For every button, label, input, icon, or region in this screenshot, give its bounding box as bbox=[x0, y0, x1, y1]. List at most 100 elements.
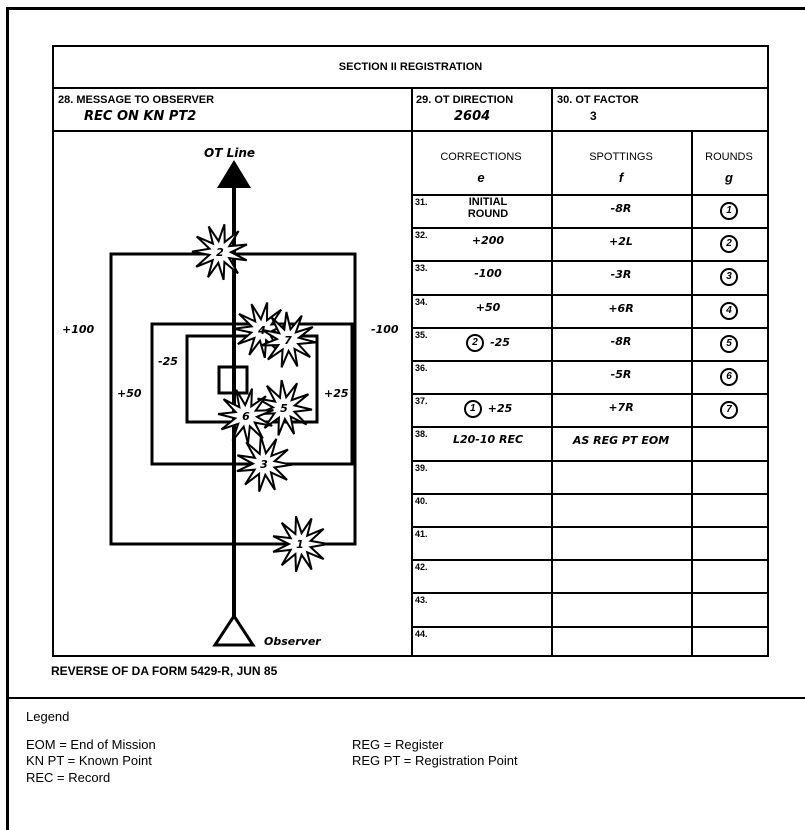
burst-star-icon bbox=[191, 223, 248, 281]
burst-label: 3 bbox=[260, 458, 268, 471]
row-number: 39. bbox=[415, 462, 428, 473]
header-divider bbox=[54, 130, 767, 132]
row-divider bbox=[411, 393, 767, 396]
burst-label: 6 bbox=[242, 410, 250, 423]
correction-cell[interactable]: +50 bbox=[425, 301, 551, 314]
round-number-circle: 6 bbox=[720, 368, 738, 386]
col-divider-1 bbox=[551, 89, 553, 655]
correction-circle-marker: 2 bbox=[466, 333, 485, 352]
registration-form: SECTION II REGISTRATION 28. MESSAGE TO O… bbox=[52, 45, 769, 657]
round-cell[interactable]: 2 bbox=[691, 233, 767, 254]
rounds-header: ROUNDS bbox=[705, 151, 753, 163]
row-divider bbox=[411, 227, 767, 230]
row-divider bbox=[411, 426, 767, 429]
spottings-header: SPOTTINGS bbox=[589, 151, 653, 163]
burst-marker: 6 bbox=[217, 388, 274, 445]
form-footer-note: REVERSE OF DA FORM 5429-R, JUN 85 bbox=[51, 664, 278, 678]
registration-diagram: 1234567 bbox=[109, 160, 357, 647]
spotting-cell[interactable]: -3R bbox=[610, 268, 632, 282]
section-title: SECTION II REGISTRATION bbox=[54, 47, 767, 89]
ot-line-arrow bbox=[217, 160, 251, 188]
spotting-cell[interactable]: AS REG PT EOM bbox=[572, 434, 670, 448]
mid-inner-left-label: -25 bbox=[158, 355, 178, 368]
row-divider bbox=[411, 492, 767, 495]
ot-line-label: OT Line bbox=[204, 146, 256, 160]
round-cell[interactable]: 6 bbox=[691, 366, 767, 386]
legend-item: EOM = End of Mission bbox=[26, 737, 156, 752]
row-divider bbox=[411, 625, 767, 628]
row-number: 35. bbox=[415, 329, 428, 340]
ot-factor-label: 30. OT FACTOR bbox=[557, 94, 639, 106]
row-number: 42. bbox=[415, 562, 428, 573]
row-number: 32. bbox=[415, 230, 428, 241]
observer-marker bbox=[212, 613, 256, 647]
spotting-cell[interactable]: -8R bbox=[610, 334, 632, 348]
round-cell[interactable]: 4 bbox=[691, 300, 767, 320]
correction-value: INITIAL ROUND bbox=[467, 196, 509, 220]
correction-cell[interactable]: 2-25 bbox=[425, 333, 551, 352]
row-divider bbox=[411, 559, 767, 562]
ot-direction-value: 2604 bbox=[454, 109, 491, 124]
legend-item: REG = Register bbox=[352, 737, 444, 752]
row-divider bbox=[411, 194, 767, 196]
row-number: 37. bbox=[415, 396, 428, 407]
row-divider bbox=[411, 526, 767, 528]
rounds-letter: g bbox=[725, 170, 733, 185]
burst-label: 1 bbox=[296, 538, 304, 551]
ot-factor-value: 3 bbox=[590, 109, 597, 123]
burst-marker: 3 bbox=[236, 435, 293, 492]
burst-label: 2 bbox=[216, 246, 224, 259]
correction-value: +200 bbox=[471, 234, 505, 248]
burst-marker: 1 bbox=[272, 515, 329, 573]
spotting-cell[interactable]: -8R bbox=[610, 202, 632, 215]
correction-cell[interactable]: 1+25 bbox=[425, 400, 551, 419]
correction-circle-marker: 1 bbox=[463, 400, 482, 419]
message-value: REC ON KN PT2 bbox=[84, 109, 197, 124]
inner-right-label: +25 bbox=[324, 387, 349, 400]
row-divider bbox=[411, 592, 767, 595]
burst-marker: 5 bbox=[256, 379, 313, 436]
round-cell[interactable]: 1 bbox=[691, 200, 767, 220]
legend-item: REG PT = Registration Point bbox=[352, 753, 518, 768]
legend-title: Legend bbox=[26, 709, 70, 724]
spotting-cell[interactable]: +2L bbox=[609, 235, 633, 249]
round-number-circle: 1 bbox=[720, 202, 738, 220]
burst-star-icon bbox=[217, 388, 274, 445]
round-number-circle: 5 bbox=[720, 334, 738, 353]
round-cell[interactable]: 7 bbox=[691, 399, 767, 420]
row-number: 40. bbox=[415, 495, 428, 506]
correction-cell[interactable]: +200 bbox=[425, 234, 551, 247]
row-number: 34. bbox=[415, 296, 428, 307]
burst-star-icon bbox=[272, 515, 329, 573]
round-cell[interactable]: 3 bbox=[691, 266, 767, 287]
row-divider bbox=[411, 260, 767, 263]
spotting-cell[interactable]: -5R bbox=[610, 368, 632, 381]
spotting-cell[interactable]: +6R bbox=[608, 301, 634, 315]
col-divider-2 bbox=[691, 130, 693, 655]
legend-item: KN PT = Known Point bbox=[26, 753, 152, 768]
row-divider bbox=[411, 459, 767, 462]
row-number: 36. bbox=[415, 363, 428, 373]
ot-direction-label: 29. OT DIRECTION bbox=[416, 94, 514, 106]
row-number: 33. bbox=[415, 263, 428, 274]
round-cell[interactable]: 5 bbox=[691, 333, 767, 353]
outer-left-label: +100 bbox=[62, 323, 95, 336]
correction-cell[interactable]: -100 bbox=[425, 267, 551, 280]
row-number: 31. bbox=[415, 197, 428, 207]
row-number: 41. bbox=[415, 529, 428, 539]
mid-left-label: +50 bbox=[117, 387, 142, 400]
correction-cell[interactable]: INITIAL ROUND bbox=[425, 196, 551, 220]
corrections-header: CORRECTIONS bbox=[440, 151, 522, 163]
legend-item: REC = Record bbox=[26, 770, 111, 785]
row-number: 44. bbox=[415, 628, 428, 639]
message-label: 28. MESSAGE TO OBSERVER bbox=[58, 94, 215, 106]
round-number-circle: 3 bbox=[720, 268, 738, 287]
burst-marker: 2 bbox=[191, 223, 248, 281]
observer-label: Observer bbox=[264, 635, 321, 648]
round-number-circle: 7 bbox=[720, 401, 738, 420]
burst-label: 7 bbox=[284, 334, 292, 347]
correction-cell[interactable]: L20-10 REC bbox=[425, 433, 551, 446]
spotting-cell[interactable]: +7R bbox=[608, 401, 634, 415]
row-number: 38. bbox=[415, 429, 428, 440]
correction-value: L20-10 REC bbox=[452, 433, 524, 447]
